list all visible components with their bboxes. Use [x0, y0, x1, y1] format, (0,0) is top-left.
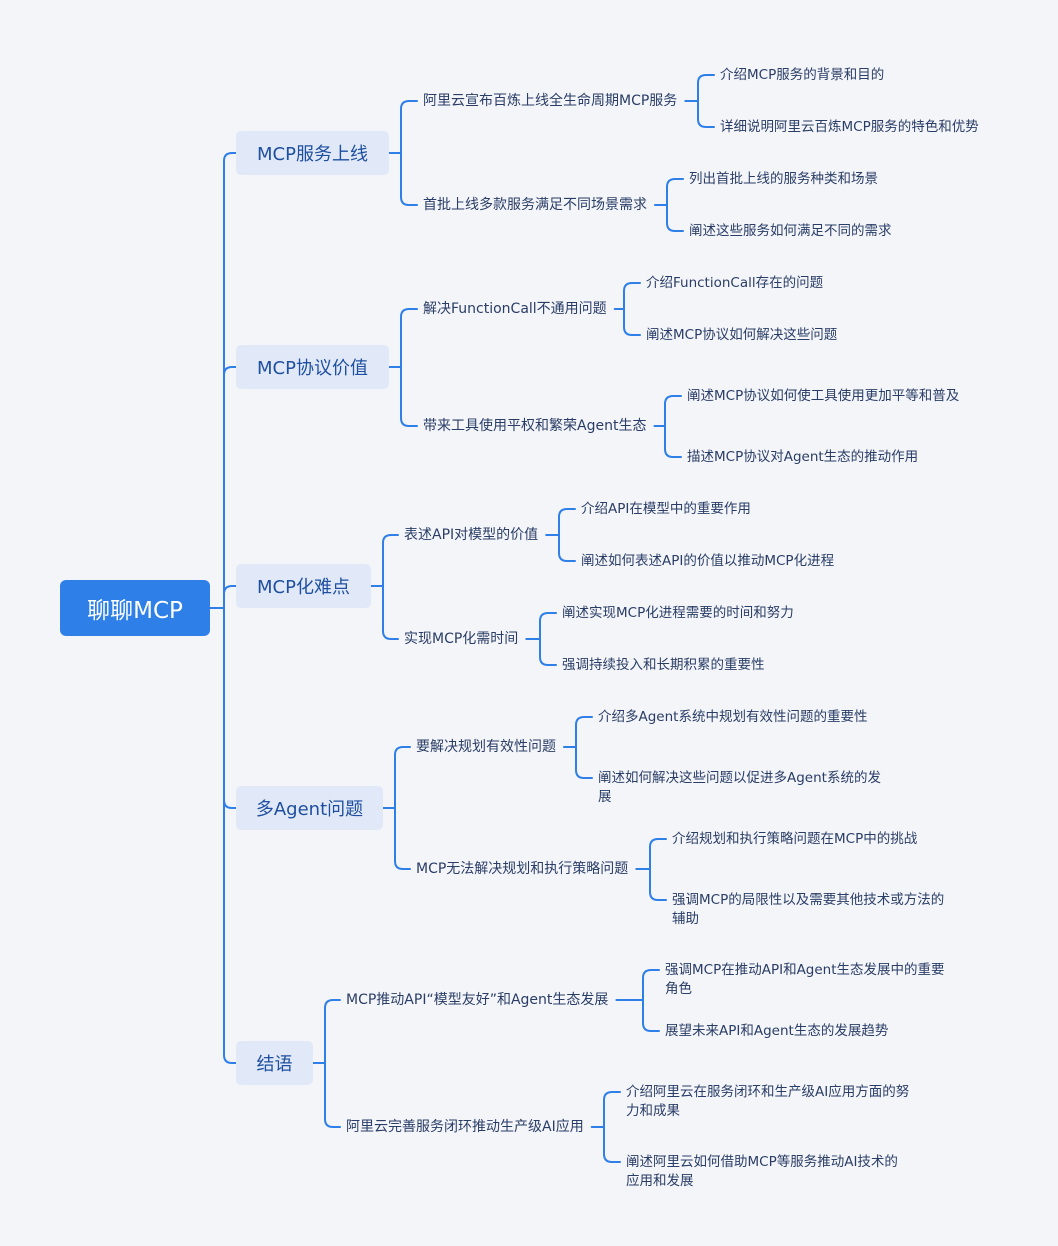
detail-node[interactable]: 介绍FunctionCall存在的问题 — [646, 274, 824, 291]
section-connector-branch — [394, 746, 411, 809]
topic-connector-branch — [603, 1091, 621, 1128]
topic-node[interactable]: 阿里云宣布百炼上线全生命周期MCP服务 — [423, 93, 678, 109]
detail-node[interactable]: 阐述MCP协议如何解决这些问题 — [646, 326, 838, 343]
section-node[interactable]: 结语 — [236, 1041, 313, 1085]
section-connector-branch — [400, 308, 418, 368]
topic-node[interactable]: 实现MCP化需时间 — [404, 631, 519, 647]
detail-node[interactable]: 介绍规划和执行策略问题在MCP中的挑战 — [672, 830, 918, 847]
detail-node[interactable]: 介绍阿里云在服务闭环和生产级AI应用方面的努力和成果 — [626, 1084, 910, 1119]
detail-node[interactable]: 强调持续投入和长期积累的重要性 — [562, 656, 765, 673]
detail-node[interactable]: 介绍多Agent系统中规划有效性问题的重要性 — [598, 708, 868, 725]
detail-node[interactable]: 强调MCP在推动API和Agent生态发展中的重要角色 — [665, 962, 945, 997]
topic-connector-branch — [623, 308, 641, 336]
topic-node[interactable]: MCP推动API“模型友好”和Agent生态发展 — [346, 992, 609, 1008]
section-connector-branch — [382, 534, 399, 587]
detail-node[interactable]: 展望未来API和Agent生态的发展趋势 — [665, 1022, 889, 1039]
topic-connector-branch — [575, 746, 593, 779]
topic-node[interactable]: MCP无法解决规划和执行策略问题 — [416, 861, 629, 877]
root-connector-branch — [223, 366, 237, 609]
topic-connector-branch — [539, 612, 557, 640]
detail-node[interactable]: 阐述MCP协议如何使工具使用更加平等和普及 — [687, 387, 960, 404]
section-connector-branch — [400, 100, 418, 154]
detail-node[interactable]: 阐述阿里云如何借助MCP等服务推动AI技术的应用和发展 — [626, 1154, 898, 1189]
detail-node[interactable]: 阐述实现MCP化进程需要的时间和努力 — [562, 604, 794, 621]
detail-node[interactable]: 描述MCP协议对Agent生态的推动作用 — [687, 448, 919, 465]
topic-connector-branch — [558, 508, 576, 536]
topic-connector-branch — [642, 999, 660, 1032]
topic-connector-branch — [623, 282, 641, 310]
topic-node[interactable]: 表述API对模型的价值 — [404, 527, 539, 543]
detail-node[interactable]: 介绍API在模型中的重要作用 — [581, 500, 751, 517]
section-connector-branch — [400, 152, 418, 206]
section-node[interactable]: MCP化难点 — [236, 564, 371, 608]
section-connector-branch — [394, 807, 411, 870]
topic-connector-branch — [649, 838, 667, 870]
topic-connector-branch — [697, 74, 715, 102]
section-connector-branch — [324, 1062, 341, 1128]
section-connector-branch — [324, 999, 341, 1064]
topic-node[interactable]: 解决FunctionCall不通用问题 — [423, 301, 607, 317]
detail-node[interactable]: 阐述如何表述API的价值以推动MCP化进程 — [581, 552, 835, 569]
topic-node[interactable]: 阿里云完善服务闭环推动生产级AI应用 — [346, 1119, 584, 1135]
root-connector-branch — [223, 607, 237, 809]
topic-connector-branch — [649, 868, 667, 901]
root-connector-branch — [223, 607, 237, 1064]
detail-node[interactable]: 阐述这些服务如何满足不同的需求 — [689, 222, 892, 239]
section-node[interactable]: MCP服务上线 — [236, 131, 389, 175]
topic-connector-branch — [558, 534, 576, 562]
detail-node[interactable]: 介绍MCP服务的背景和目的 — [720, 66, 885, 83]
topic-connector-branch — [697, 100, 715, 128]
detail-node[interactable]: 强调MCP的局限性以及需要其他技术或方法的辅助 — [672, 892, 945, 927]
root-connector-branch — [223, 152, 237, 609]
topic-node[interactable]: 带来工具使用平权和繁荣Agent生态 — [423, 418, 647, 434]
section-connector-branch — [400, 366, 418, 427]
topic-connector-branch — [642, 969, 660, 1001]
detail-node[interactable]: 阐述如何解决这些问题以促进多Agent系统的发展 — [598, 770, 881, 805]
section-node[interactable]: MCP协议价值 — [236, 345, 389, 389]
root-node[interactable]: 聊聊MCP — [60, 580, 210, 636]
topic-connector-branch — [575, 716, 593, 748]
detail-node[interactable]: 详细说明阿里云百炼MCP服务的特色和优势 — [720, 118, 979, 135]
topic-connector-branch — [603, 1126, 621, 1163]
topic-connector-branch — [666, 178, 684, 206]
topic-connector-branch — [666, 204, 684, 232]
topic-connector-branch — [664, 425, 682, 458]
topic-node[interactable]: 要解决规划有效性问题 — [416, 739, 556, 755]
topic-connector-branch — [664, 395, 682, 427]
section-node[interactable]: 多Agent问题 — [236, 786, 383, 830]
topic-node[interactable]: 首批上线多款服务满足不同场景需求 — [423, 197, 647, 213]
section-connector-branch — [382, 585, 399, 640]
detail-node[interactable]: 列出首批上线的服务种类和场景 — [689, 170, 878, 187]
topic-connector-branch — [539, 638, 557, 666]
root-connector-branch — [223, 585, 237, 609]
